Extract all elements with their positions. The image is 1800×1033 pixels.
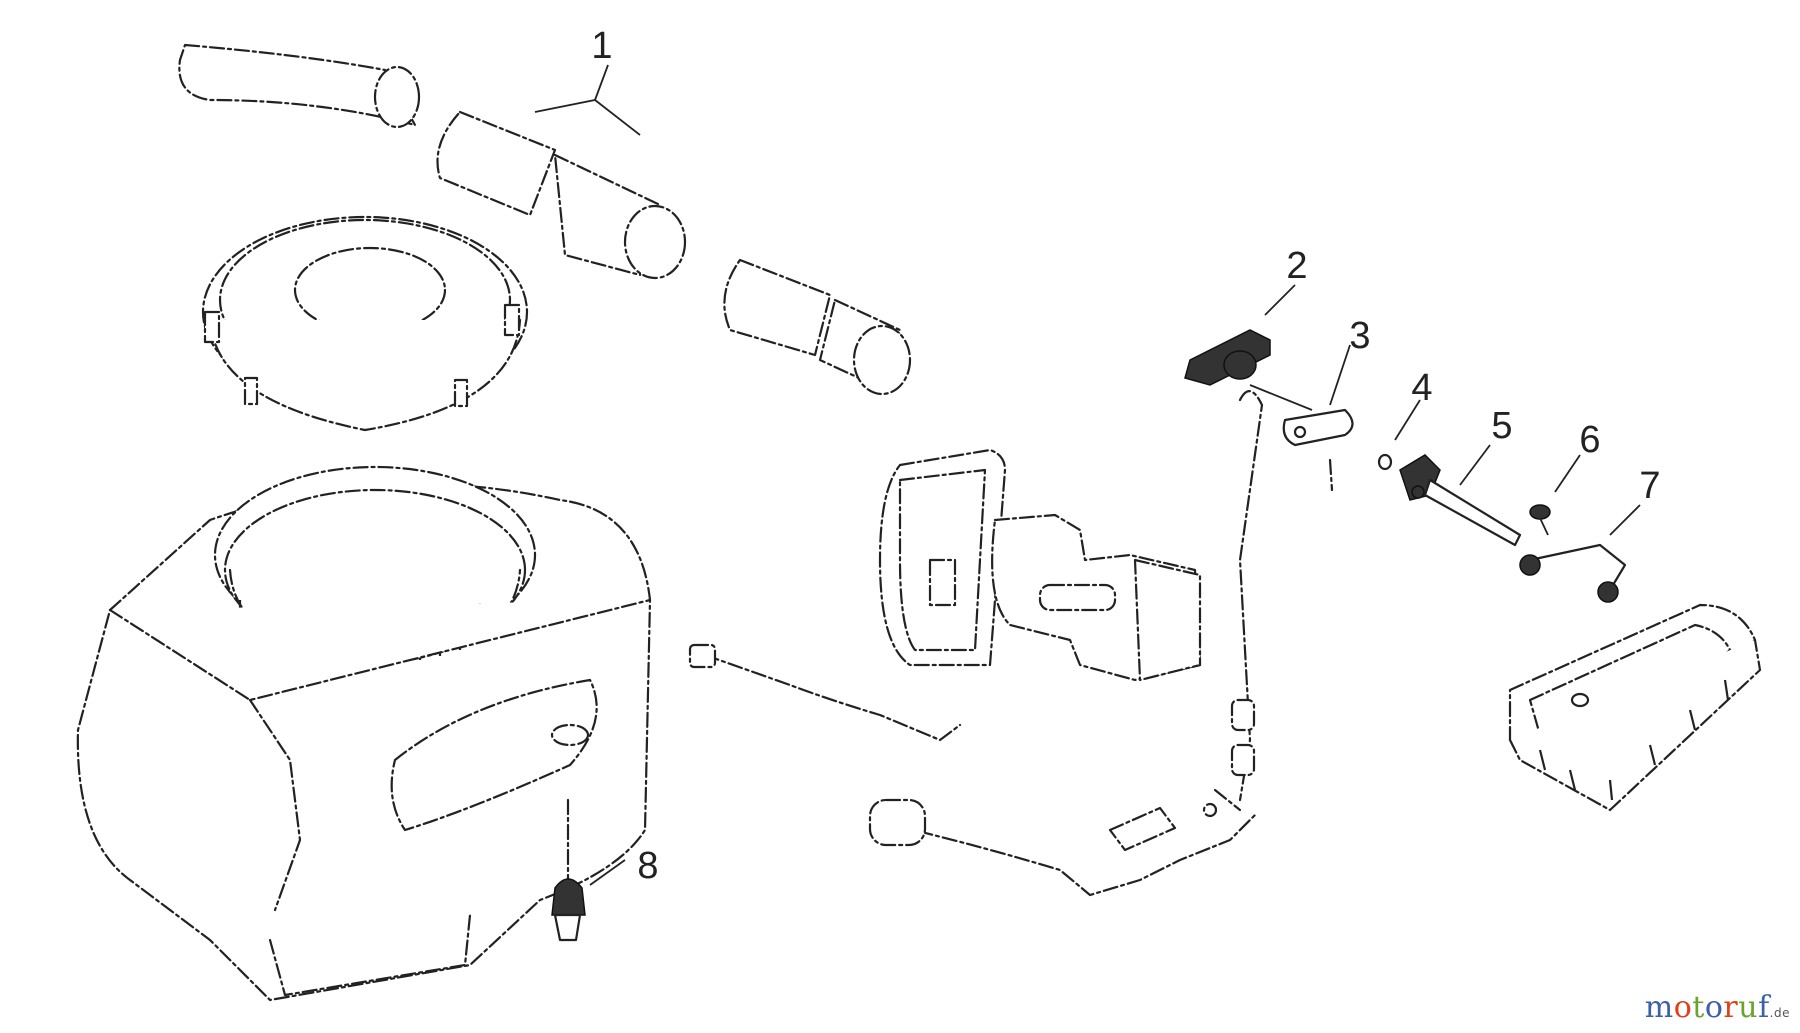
logo-letter: u	[1738, 990, 1759, 1025]
callout-2: 2	[1286, 245, 1307, 287]
logo-letter: o	[1673, 990, 1693, 1025]
control-shaft	[1399, 454, 1522, 547]
throttle-cable	[688, 643, 1257, 897]
logo-letter: f	[1758, 990, 1770, 1025]
motoruf-logo: motoruf.de	[1645, 990, 1790, 1025]
wing-knob	[1184, 329, 1313, 411]
filter-element-tray	[1508, 603, 1762, 812]
curved-hose	[178, 43, 421, 129]
control-bracket	[878, 448, 1202, 682]
logo-letter: o	[1704, 990, 1724, 1025]
callout-4: 4	[1411, 367, 1432, 409]
logo-letter: m	[1644, 990, 1674, 1025]
o-ring	[1377, 453, 1393, 471]
logo-letter: t	[1692, 990, 1705, 1025]
callout-8: 8	[637, 845, 658, 887]
callout-3: 3	[1349, 315, 1370, 357]
callout-6: 6	[1579, 419, 1600, 461]
screw	[1529, 504, 1551, 536]
logo-letter: r	[1723, 990, 1739, 1025]
link-bracket	[1519, 543, 1627, 603]
air-filter-cover	[201, 215, 529, 432]
logo-tld: .de	[1769, 1006, 1790, 1020]
control-rod	[1202, 390, 1264, 818]
callouts: 1 2 3 4 5 6 7 8	[591, 25, 1660, 887]
air-filter-housing	[76, 465, 652, 1002]
hose-sleeve	[723, 258, 912, 396]
bracket-plate	[1282, 408, 1354, 492]
callout-1: 1	[591, 25, 612, 67]
leader-lines	[534, 64, 1641, 886]
hose-sleeve-pair	[436, 110, 687, 280]
callout-5: 5	[1491, 405, 1512, 447]
drain-valve	[551, 798, 586, 942]
callout-7: 7	[1639, 465, 1660, 507]
